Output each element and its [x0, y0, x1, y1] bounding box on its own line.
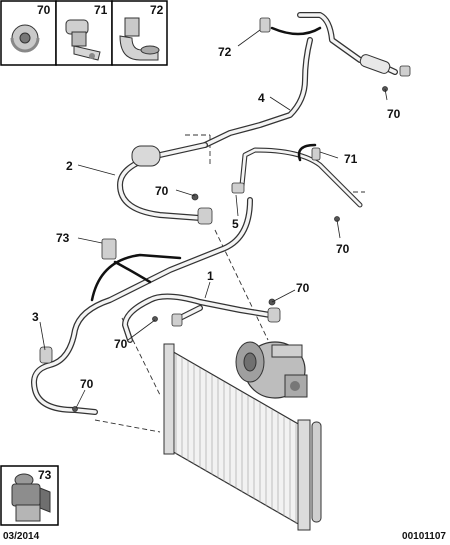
diagram-reference: 00101107 — [402, 531, 446, 542]
callout-70-mid: 70 — [155, 184, 169, 198]
condenser-fins — [175, 354, 297, 524]
callouts: 72 4 70 2 71 70 5 70 73 1 70 3 70 70 — [32, 45, 401, 391]
diagram-date: 03/2014 — [3, 531, 40, 542]
callout-1: 1 — [207, 269, 214, 283]
pipe-3[interactable] — [31, 197, 253, 415]
pipe-5[interactable] — [239, 147, 363, 208]
pipe-2[interactable] — [117, 142, 208, 221]
callout-71: 71 — [344, 152, 358, 166]
callout-3: 3 — [32, 310, 39, 324]
callout-73: 73 — [56, 231, 70, 245]
callout-70-left: 70 — [80, 377, 94, 391]
hose-73-b — [113, 260, 152, 284]
hose-73-a — [90, 253, 182, 302]
inset-label-70: 70 — [37, 3, 51, 17]
callout-72: 72 — [218, 45, 232, 59]
callout-70-compressor: 70 — [296, 281, 310, 295]
leader-lines — [39, 29, 388, 409]
callout-2: 2 — [66, 159, 73, 173]
callout-70-right-mid: 70 — [336, 242, 350, 256]
pipe-clip-icon — [65, 19, 101, 61]
inset-box-70[interactable]: 70 — [0, 0, 57, 66]
nut-icon — [10, 24, 40, 53]
callout-70-lower: 70 — [114, 337, 128, 351]
compressor[interactable] — [235, 341, 308, 399]
pipe-1[interactable] — [122, 293, 273, 343]
condenser-right-tank — [297, 419, 311, 531]
callout-70-right-top: 70 — [387, 107, 401, 121]
receiver-drier — [311, 421, 322, 523]
hose-71 — [297, 143, 317, 162]
bracket-icon — [119, 17, 160, 61]
callout-4: 4 — [258, 91, 265, 105]
hose-72 — [270, 26, 322, 36]
pipe-4[interactable] — [202, 12, 398, 148]
inset-box-73[interactable]: 73 — [0, 465, 59, 526]
inset-box-71[interactable]: 71 — [55, 0, 113, 66]
callout-5: 5 — [232, 217, 239, 231]
inset-box-72[interactable]: 72 — [111, 0, 168, 66]
rubber-mount-icon — [11, 473, 51, 522]
inset-label-72: 72 — [150, 3, 164, 17]
condenser-left-tank — [163, 343, 175, 455]
pipes — [31, 12, 398, 415]
condenser[interactable] — [163, 343, 322, 531]
fittings — [39, 17, 411, 412]
inset-label-71: 71 — [94, 3, 108, 17]
inset-label-73: 73 — [38, 468, 52, 482]
